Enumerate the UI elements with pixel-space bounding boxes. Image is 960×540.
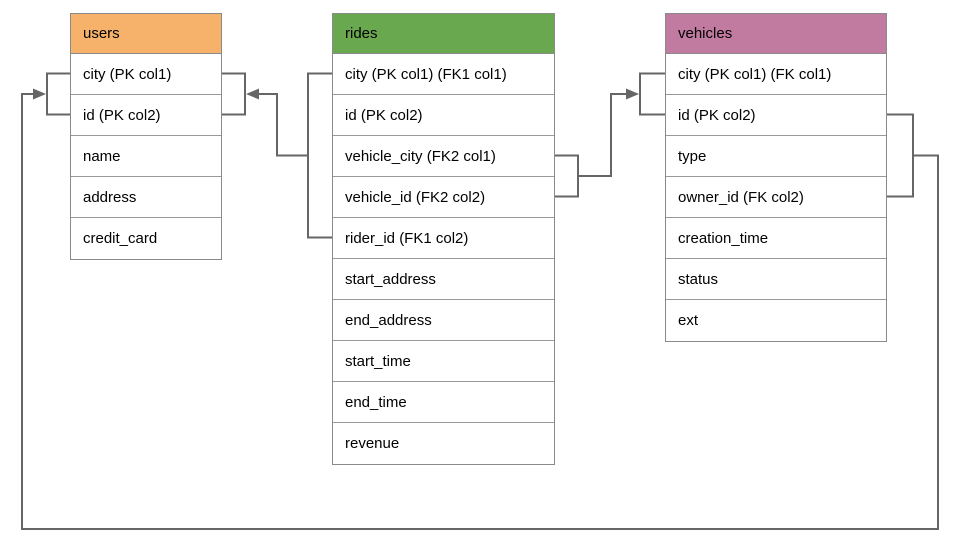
rides-users-link — [259, 93, 308, 157]
arrowhead-to-users-left — [33, 88, 46, 100]
column-row: address — [71, 177, 221, 218]
column-row: end_address — [333, 300, 554, 341]
relationship-rides-users — [222, 72, 332, 239]
column-row: city (PK col1) — [71, 54, 221, 95]
table-vehicles: vehicles city (PK col1) (FK col1) id (PK… — [665, 13, 887, 342]
relationship-vehicles-users — [21, 72, 939, 530]
rides-vehicles-link — [578, 93, 626, 177]
arrowhead-to-vehicles — [626, 88, 639, 100]
column-row: name — [71, 136, 221, 177]
column-row: id (PK col2) — [666, 95, 886, 136]
table-header-users: users — [71, 14, 221, 54]
column-row: status — [666, 259, 886, 300]
users-right-bracket — [222, 72, 246, 116]
table-header-rides: rides — [333, 14, 554, 54]
vehicles-users-link — [21, 93, 939, 530]
column-row: credit_card — [71, 218, 221, 259]
arrowhead-to-users — [246, 88, 259, 100]
table-users: users city (PK col1) id (PK col2) name a… — [70, 13, 222, 260]
table-rides: rides city (PK col1) (FK1 col1) id (PK c… — [332, 13, 555, 465]
column-row: id (PK col2) — [71, 95, 221, 136]
column-row: ext — [666, 300, 886, 341]
column-row: vehicle_city (FK2 col1) — [333, 136, 554, 177]
column-row: city (PK col1) (FK1 col1) — [333, 54, 554, 95]
relationship-rides-vehicles — [555, 72, 665, 198]
column-row: id (PK col2) — [333, 95, 554, 136]
column-row: rider_id (FK1 col2) — [333, 218, 554, 259]
column-row: end_time — [333, 382, 554, 423]
column-row: revenue — [333, 423, 554, 464]
column-row: vehicle_id (FK2 col2) — [333, 177, 554, 218]
rides-right-bracket — [555, 154, 579, 198]
column-row: type — [666, 136, 886, 177]
column-row: start_address — [333, 259, 554, 300]
vehicles-right-bracket — [887, 113, 914, 198]
table-header-vehicles: vehicles — [666, 14, 886, 54]
column-row: owner_id (FK col2) — [666, 177, 886, 218]
column-row: city (PK col1) (FK col1) — [666, 54, 886, 95]
users-left-bracket — [46, 72, 70, 116]
column-row: creation_time — [666, 218, 886, 259]
column-row: start_time — [333, 341, 554, 382]
vehicles-left-bracket — [639, 72, 665, 116]
rides-left-bracket — [307, 72, 332, 239]
